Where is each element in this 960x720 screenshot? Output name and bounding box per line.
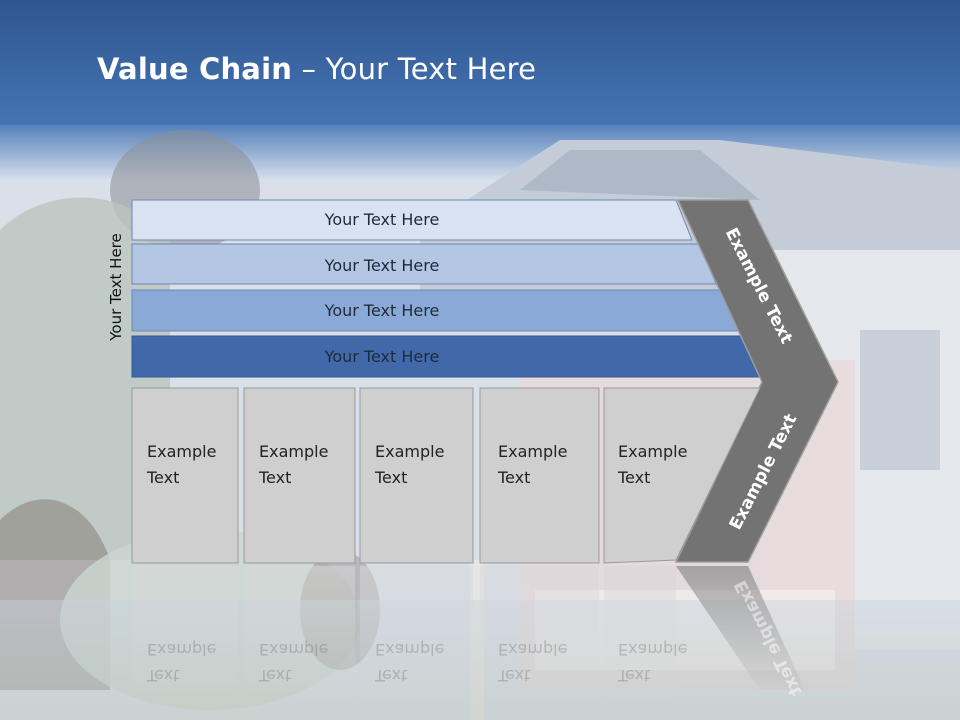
box-text-5: Example Text xyxy=(618,439,713,491)
reflect-3-line2: Text xyxy=(375,666,408,685)
reflect-4-line1: Example xyxy=(498,640,568,659)
box-text-1: Example Text xyxy=(147,439,242,491)
title-strong: Value Chain xyxy=(97,52,293,86)
slide-title: Value Chain – Your Text Here xyxy=(97,52,536,86)
box-text-2: Example Text xyxy=(259,439,354,491)
box-text-4: Example Text xyxy=(498,439,593,491)
title-rest: – Your Text Here xyxy=(292,52,537,86)
box-3-line2: Text xyxy=(375,468,408,487)
box-5-line2: Text xyxy=(618,468,651,487)
box-3-line1: Example xyxy=(375,442,445,461)
box-reflection-4: Text Example xyxy=(498,636,593,688)
band-label-4: Your Text Here xyxy=(324,346,440,366)
box-reflection-5: Text Example xyxy=(618,636,713,688)
box-1 xyxy=(131,387,239,564)
reflect-4-line2: Text xyxy=(498,666,531,685)
reflect-5-line1: Example xyxy=(618,640,688,659)
box-5-line1: Example xyxy=(618,442,688,461)
reflect-5-line2: Text xyxy=(618,666,651,685)
band-label-2: Your Text Here xyxy=(324,255,440,275)
box-reflection-1: Text Example xyxy=(147,636,242,688)
band-label-3: Your Text Here xyxy=(324,300,440,320)
box-4-line2: Text xyxy=(498,468,531,487)
band-label-1: Your Text Here xyxy=(324,209,440,229)
box-text-3: Example Text xyxy=(375,439,470,491)
box-4 xyxy=(479,387,600,564)
box-reflection-2: Text Example xyxy=(259,636,354,688)
reflect-1-line1: Example xyxy=(147,640,217,659)
box-5 xyxy=(603,387,761,564)
reflect-3-line1: Example xyxy=(375,640,445,659)
box-2-line1: Example xyxy=(259,442,329,461)
box-reflection-3: Text Example xyxy=(375,636,470,688)
chevron-arrow xyxy=(674,199,839,563)
reflect-2-line1: Example xyxy=(259,640,329,659)
box-1-line1: Example xyxy=(147,442,217,461)
reflect-1-line2: Text xyxy=(147,666,180,685)
side-label: Your Text Here xyxy=(107,233,125,341)
band-1 xyxy=(131,199,693,241)
box-1-line2: Text xyxy=(147,468,180,487)
box-2-line2: Text xyxy=(259,468,292,487)
box-3 xyxy=(359,387,474,564)
box-4-line1: Example xyxy=(498,442,568,461)
box-2 xyxy=(243,387,356,564)
reflect-2-line2: Text xyxy=(259,666,292,685)
